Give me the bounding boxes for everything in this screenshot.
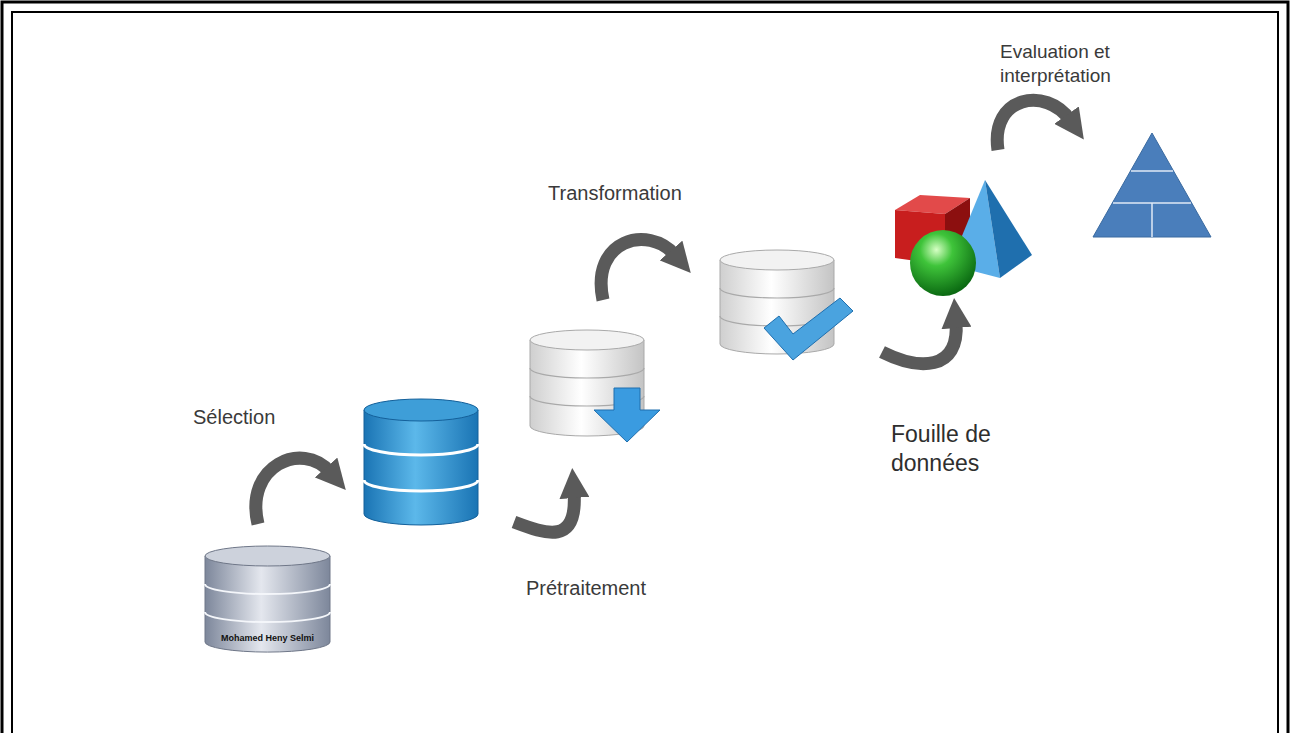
curved-arrow [601,240,675,300]
pyramid-face [985,180,1032,278]
cylinder-band [205,584,330,622]
process-arrows [256,100,1070,532]
down-arrow-icon [594,388,660,442]
inner-frame [12,12,1278,733]
cylinder-body [364,410,478,525]
cylinder-top [364,399,478,421]
cylinder-top [205,546,330,566]
sphere [910,230,976,296]
cylinder-top [720,250,834,270]
cylinder-top [530,330,644,350]
curved-arrow [997,100,1070,150]
curved-arrow [514,492,574,532]
step-label: Sélection [193,405,363,430]
curved-arrow [882,322,956,364]
transformed-database [720,250,853,360]
curved-arrow [256,458,330,524]
watermark: Mohamed Heny Selmi [207,633,328,644]
step-label: Prétraitement [526,576,726,601]
triangle [1093,133,1211,237]
triangle-divider [1113,171,1191,237]
model-shapes [895,180,1032,296]
preprocessed-database [530,330,660,442]
cylinder-body [205,556,330,652]
target-database [364,399,478,525]
check-mark-icon [764,298,853,360]
step-label: Transformation [548,181,768,206]
knowledge-triangle [1093,133,1211,237]
step-label: Evaluation et interprétation [1000,40,1150,88]
source-database [205,546,330,652]
cylinder-band [364,444,478,491]
step-label: Fouille de données [891,420,1041,478]
